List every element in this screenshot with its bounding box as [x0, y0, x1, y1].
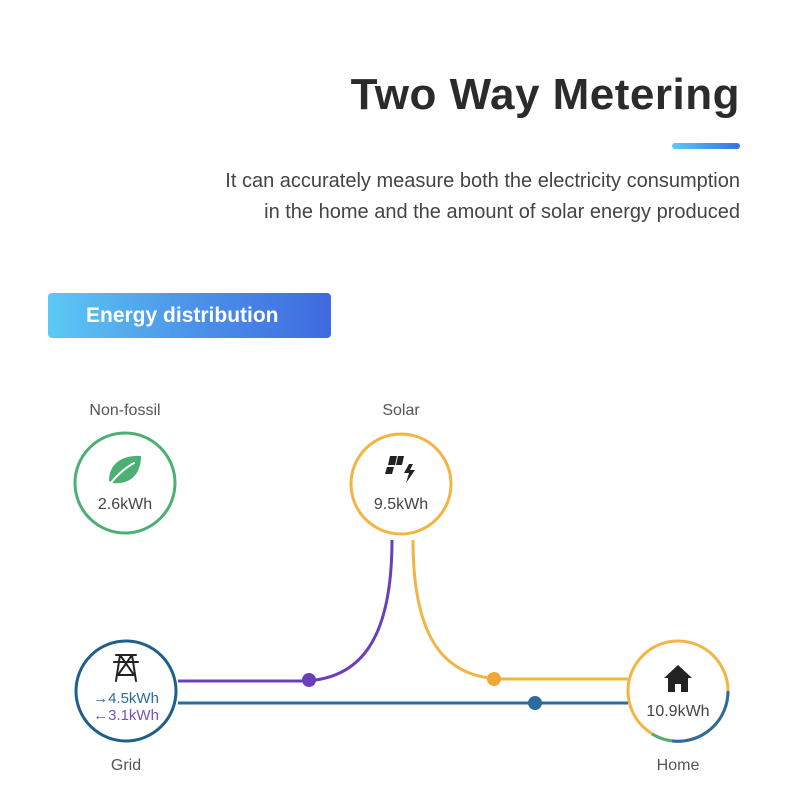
grid-label: Grid [111, 757, 141, 774]
grid-node [74, 639, 178, 743]
grid-value-out: ←3.1kWh [93, 707, 159, 724]
non-fossil-label: Non-fossil [89, 402, 160, 419]
description-line-1: It can accurately measure both the elect… [225, 170, 740, 192]
solar-to-grid-flow-line [178, 539, 394, 683]
home-label: Home [657, 757, 700, 774]
grid-to-home-flow-dot [528, 696, 542, 710]
energy-distribution-badge: Energy distribution [48, 293, 331, 338]
page-description: It can accurately measure both the elect… [100, 166, 740, 228]
power-tower-icon [113, 654, 139, 682]
solar-to-home-flow-line [411, 539, 628, 681]
solar-to-grid-flow-dot [302, 673, 316, 687]
title-underline [672, 143, 740, 149]
leaf-icon [109, 455, 141, 485]
non-fossil-node [73, 431, 177, 535]
home-node-green-arc [651, 732, 673, 743]
non-fossil-value: 2.6kWh [98, 496, 152, 513]
solar-value: 9.5kWh [374, 496, 428, 513]
grid-value-in: →4.5kWh [93, 690, 159, 707]
solar-node [349, 432, 453, 536]
home-value: 10.9kWh [646, 703, 709, 720]
home-icon [664, 665, 692, 692]
solar-panel-icon [385, 456, 415, 483]
solar-label: Solar [382, 402, 420, 419]
description-line-2: in the home and the amount of solar ener… [264, 201, 740, 223]
home-node-grid-arc [671, 690, 730, 743]
page-title: Two Way Metering [350, 70, 740, 119]
solar-to-home-flow-dot [487, 672, 501, 686]
